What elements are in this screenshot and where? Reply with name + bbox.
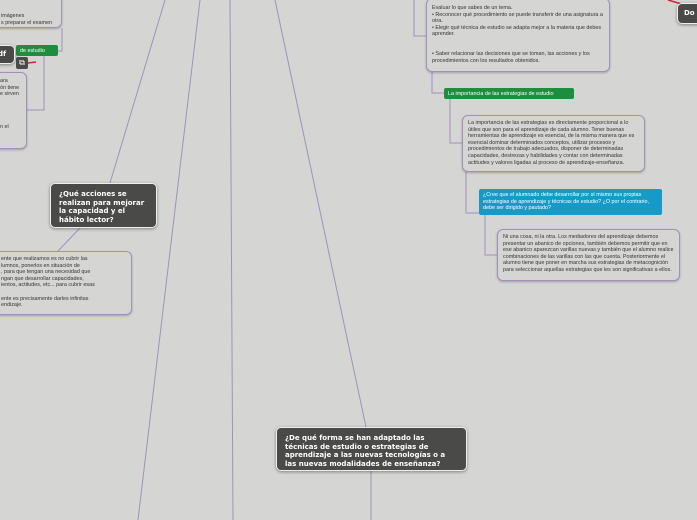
top-left-topic-box[interactable]: imágenes s preparar el examen [0, 0, 62, 28]
topic-right-partial[interactable]: Do [677, 3, 697, 24]
dark-topic-left[interactable]: df [0, 45, 15, 64]
cree-answer-box[interactable]: Ni una cosa, ni la otra. Los mediadores … [497, 229, 680, 281]
cree-question-node[interactable]: ¿Cree que el alumnado debe desarrollar p… [479, 189, 662, 215]
left-partial-box[interactable]: ara ón tiene e sirven n el [0, 72, 27, 149]
open-link-icon[interactable]: ⧉ [16, 57, 28, 69]
importancia-box[interactable]: La importancia de las estrategias es dir… [462, 115, 645, 172]
topic-acciones-lector[interactable]: ¿Qué acciones se realizan para mejorar l… [50, 183, 157, 228]
acciones-answer-box[interactable]: ente que realizamos es no cubrir las lum… [0, 251, 132, 315]
green-topic-left[interactable]: de estudio [16, 45, 58, 56]
topic-adaptado-tecnologias[interactable]: ¿De qué forma se han adaptado las técnic… [276, 427, 467, 471]
evaluar-box[interactable]: Evaluar lo que sabes de un tema. • Recon… [426, 0, 610, 72]
importancia-label[interactable]: La importancia de las estrategias de est… [444, 88, 574, 99]
